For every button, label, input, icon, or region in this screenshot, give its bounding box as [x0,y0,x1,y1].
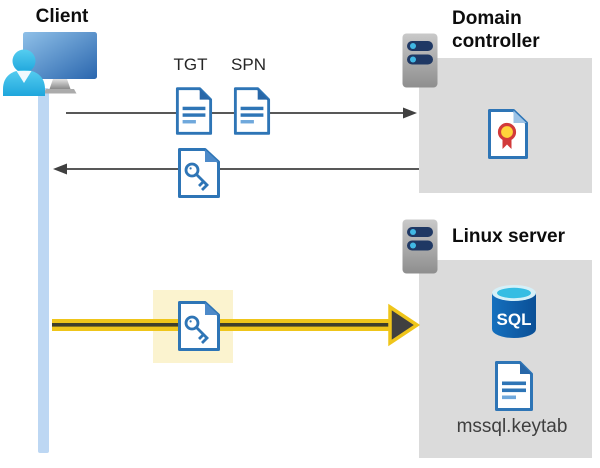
spn-label: SPN [231,55,266,74]
client-lifeline [38,88,49,453]
key-document-icon [178,148,220,198]
client-label: Client [35,6,89,27]
certificate-icon [488,109,528,159]
dc-server-icon [402,33,438,88]
ribbon-seal [497,122,517,142]
arrowhead-right-icon [403,107,417,119]
highlighted-key-document-icon [178,301,220,351]
client-workstation-icon [3,32,97,96]
monitor-icon [23,32,97,94]
tgt-label: TGT [173,55,208,74]
linux-server-label: Linux server [452,226,565,247]
domain-controller-label: Domain controller [452,8,540,52]
sql-database-icon: SQL [492,285,536,338]
keytab-document-icon [495,361,533,411]
sql-badge-text: SQL [497,310,532,329]
arrow-client-to-linux [52,303,421,347]
linux-host-server-icon [402,219,438,274]
keytab-label: mssql.keytab [456,416,568,437]
arrowhead-yellow-icon [388,303,421,347]
arrowhead-left-icon [53,163,67,175]
tgt-document-icon [175,87,213,135]
arrow-dc-to-client [53,163,419,175]
collar-shape [16,71,32,83]
spn-document-icon [233,87,271,135]
user-icon [3,49,45,96]
